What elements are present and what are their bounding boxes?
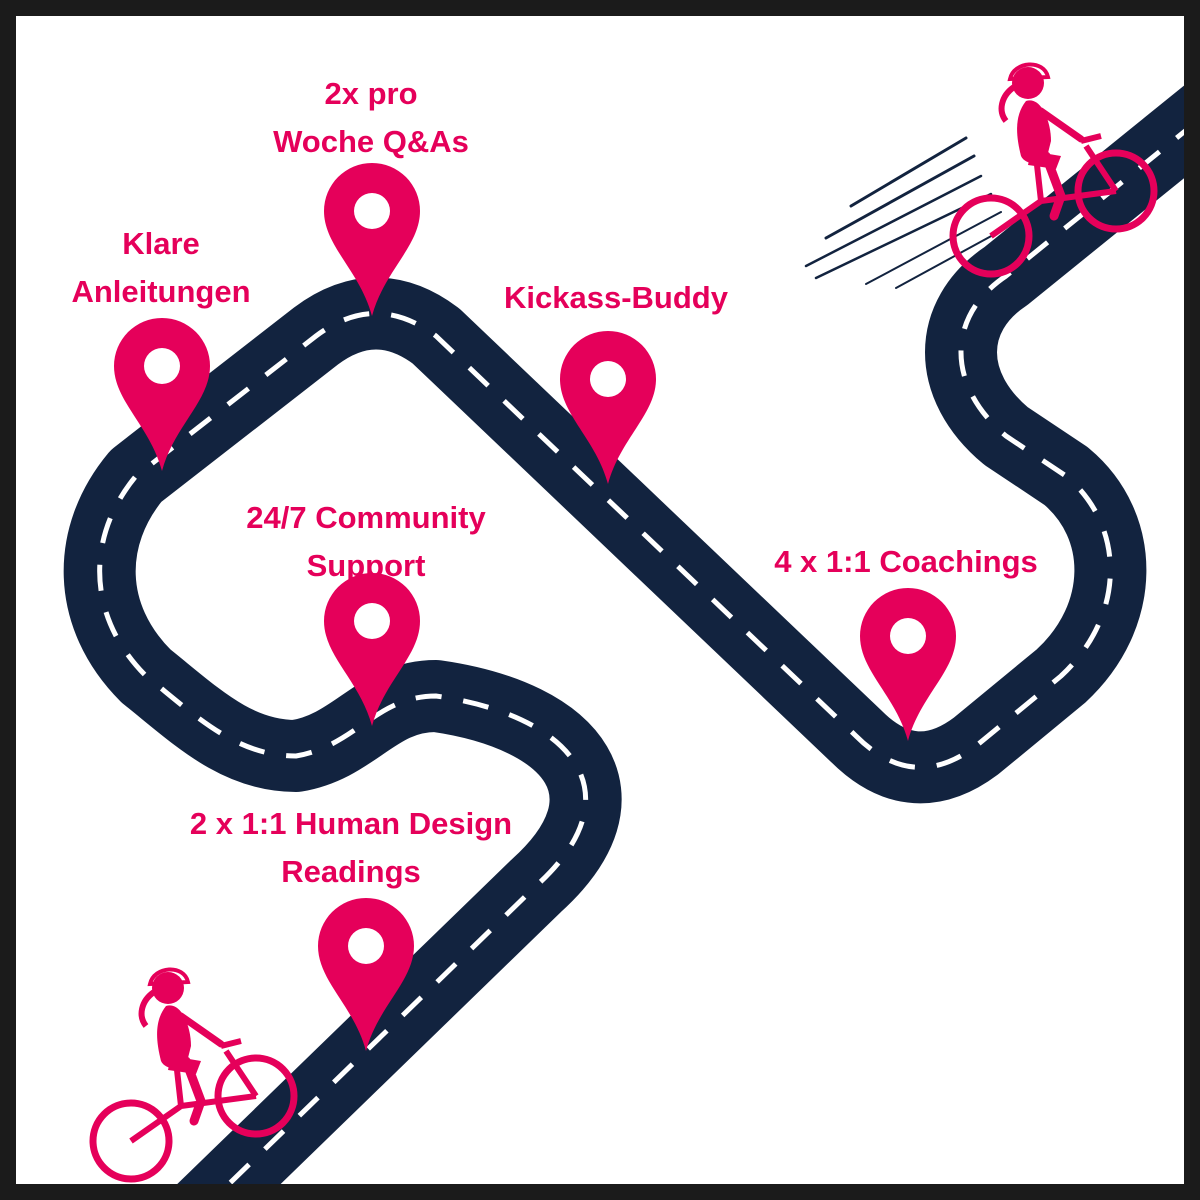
road-center-dashes: [97, 128, 1184, 1184]
label-line: Klare: [122, 226, 200, 261]
label-line: Woche Q&As: [273, 124, 469, 159]
speed-line: [824, 154, 976, 240]
milestone-label-buddy: Kickass-Buddy: [476, 274, 756, 322]
milestone-label-coachings: 4 x 1:1 Coachings: [746, 538, 1066, 586]
speed-lines: [804, 136, 1007, 289]
label-line: 24/7 Community: [246, 500, 486, 535]
speed-line: [865, 211, 1002, 285]
label-line: Readings: [281, 854, 421, 889]
winding-road: [63, 85, 1184, 1184]
milestone-label-anleitungen: Klare Anleitungen: [46, 220, 276, 316]
milestone-label-community: 24/7 Community Support: [206, 494, 526, 590]
milestone-label-qas: 2x pro Woche Q&As: [236, 70, 506, 166]
road-map-illustration: [63, 16, 1184, 1184]
speed-line: [849, 136, 968, 208]
label-line: 2x pro: [324, 76, 418, 111]
milestone-label-readings: 2 x 1:1 Human Design Readings: [166, 800, 536, 896]
speed-line: [804, 174, 983, 268]
label-line: Anleitungen: [71, 274, 251, 309]
speed-line: [895, 227, 1007, 289]
label-line: Support: [306, 548, 426, 583]
label-line: 4 x 1:1 Coachings: [774, 544, 1038, 579]
label-line: Kickass-Buddy: [504, 280, 728, 315]
label-line: 2 x 1:1 Human Design: [189, 806, 513, 841]
